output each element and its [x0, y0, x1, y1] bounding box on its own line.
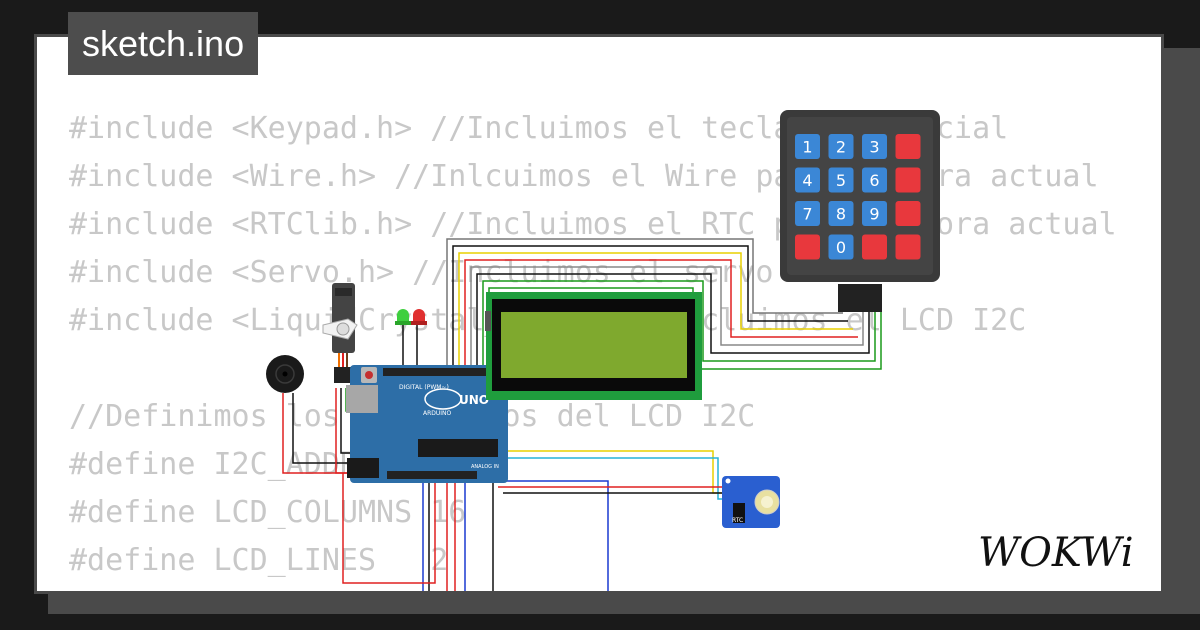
buzzer-wire	[292, 393, 348, 464]
keypad-key[interactable]	[895, 234, 921, 260]
keypad-wire	[458, 252, 853, 368]
code-line: #define LCD_LINES 2	[69, 543, 449, 578]
rtc-module[interactable]: RTC	[722, 476, 780, 528]
code-line: //Definimos los parametros del LCD I2C	[69, 399, 756, 434]
keypad-wire	[470, 266, 864, 368]
keypad-key-label: 6	[869, 171, 879, 190]
keypad-key-label: 2	[836, 138, 846, 157]
keypad-wire	[464, 259, 858, 368]
board-model: UNO	[459, 393, 489, 407]
buzzer[interactable]	[266, 355, 304, 393]
servo[interactable]	[322, 283, 358, 383]
keypad-key[interactable]	[828, 134, 854, 159]
power-wire	[342, 473, 436, 584]
board-analog-label: ANALOG IN	[471, 464, 499, 470]
rtc-label: RTC	[732, 517, 743, 524]
keypad-key[interactable]	[862, 201, 887, 226]
keypad-key-label: 3	[869, 138, 879, 157]
led-green[interactable]	[395, 309, 411, 325]
led-red[interactable]	[411, 309, 427, 325]
wokwi-logo: WOKWi	[978, 530, 1134, 574]
keypad-key[interactable]	[828, 201, 854, 226]
board-header-label: DIGITAL (PWM~)	[399, 384, 449, 391]
keypad-key[interactable]	[862, 234, 887, 260]
keypad-key[interactable]	[862, 167, 887, 193]
rtc-wire	[498, 457, 725, 500]
keypad-key[interactable]	[795, 134, 820, 159]
rtc-wire	[492, 483, 494, 591]
keypad-key[interactable]	[795, 167, 820, 193]
buzzer-wire	[282, 393, 348, 474]
lcd-display[interactable]	[485, 292, 702, 400]
keypad-key[interactable]	[862, 134, 887, 159]
file-tab[interactable]: sketch.ino	[68, 12, 259, 75]
keypad-key-label: 5	[836, 171, 846, 190]
keypad-key-label: 7	[802, 205, 812, 224]
keypad-key[interactable]	[895, 134, 921, 159]
keypad-key-label: 9	[869, 205, 879, 224]
code-line: #define LCD_COLUMNS 16	[69, 495, 467, 530]
keypad-key-label: 0	[836, 238, 846, 257]
board-brand: ARDUINO	[423, 410, 452, 417]
keypad-wire	[476, 273, 870, 368]
arduino-uno[interactable]: DIGITAL (PWM~) UNO ARDUINO ANALOG IN	[346, 365, 508, 483]
keypad-key[interactable]	[795, 201, 820, 226]
simulation-canvas[interactable]: #include <Keypad.h> //Incluimos el tecla…	[34, 34, 1164, 594]
keypad-key[interactable]	[795, 234, 820, 260]
keypad-wire	[482, 280, 876, 368]
logo-text: WOKWi	[978, 530, 1134, 574]
code-line: #include <RTClib.h> //Incluimos el RTC p…	[69, 207, 1117, 242]
circuit-diagram: DIGITAL (PWM~) UNO ARDUINO ANALOG IN 1 2 3…	[266, 110, 940, 591]
keypad-key[interactable]	[895, 167, 921, 193]
keypad-key-label: 8	[836, 205, 846, 224]
keypad-wire	[452, 245, 848, 368]
keypad-key-label: 4	[802, 171, 812, 190]
keypad-key[interactable]	[895, 201, 921, 226]
rtc-wire	[498, 480, 609, 591]
keypad-key[interactable]	[828, 167, 854, 193]
keypad-key[interactable]	[828, 234, 854, 260]
keypad-key-label: 1	[802, 138, 812, 157]
code-preview: #include <Keypad.h> //Incluimos el tecla…	[69, 105, 1117, 585]
keypad-wire	[446, 238, 843, 368]
code-line: #include <Servo.h> //Incluimos el servo	[69, 255, 774, 290]
keypad[interactable]: 1 2 3 4 5 6 7 8 9 0	[780, 110, 940, 312]
